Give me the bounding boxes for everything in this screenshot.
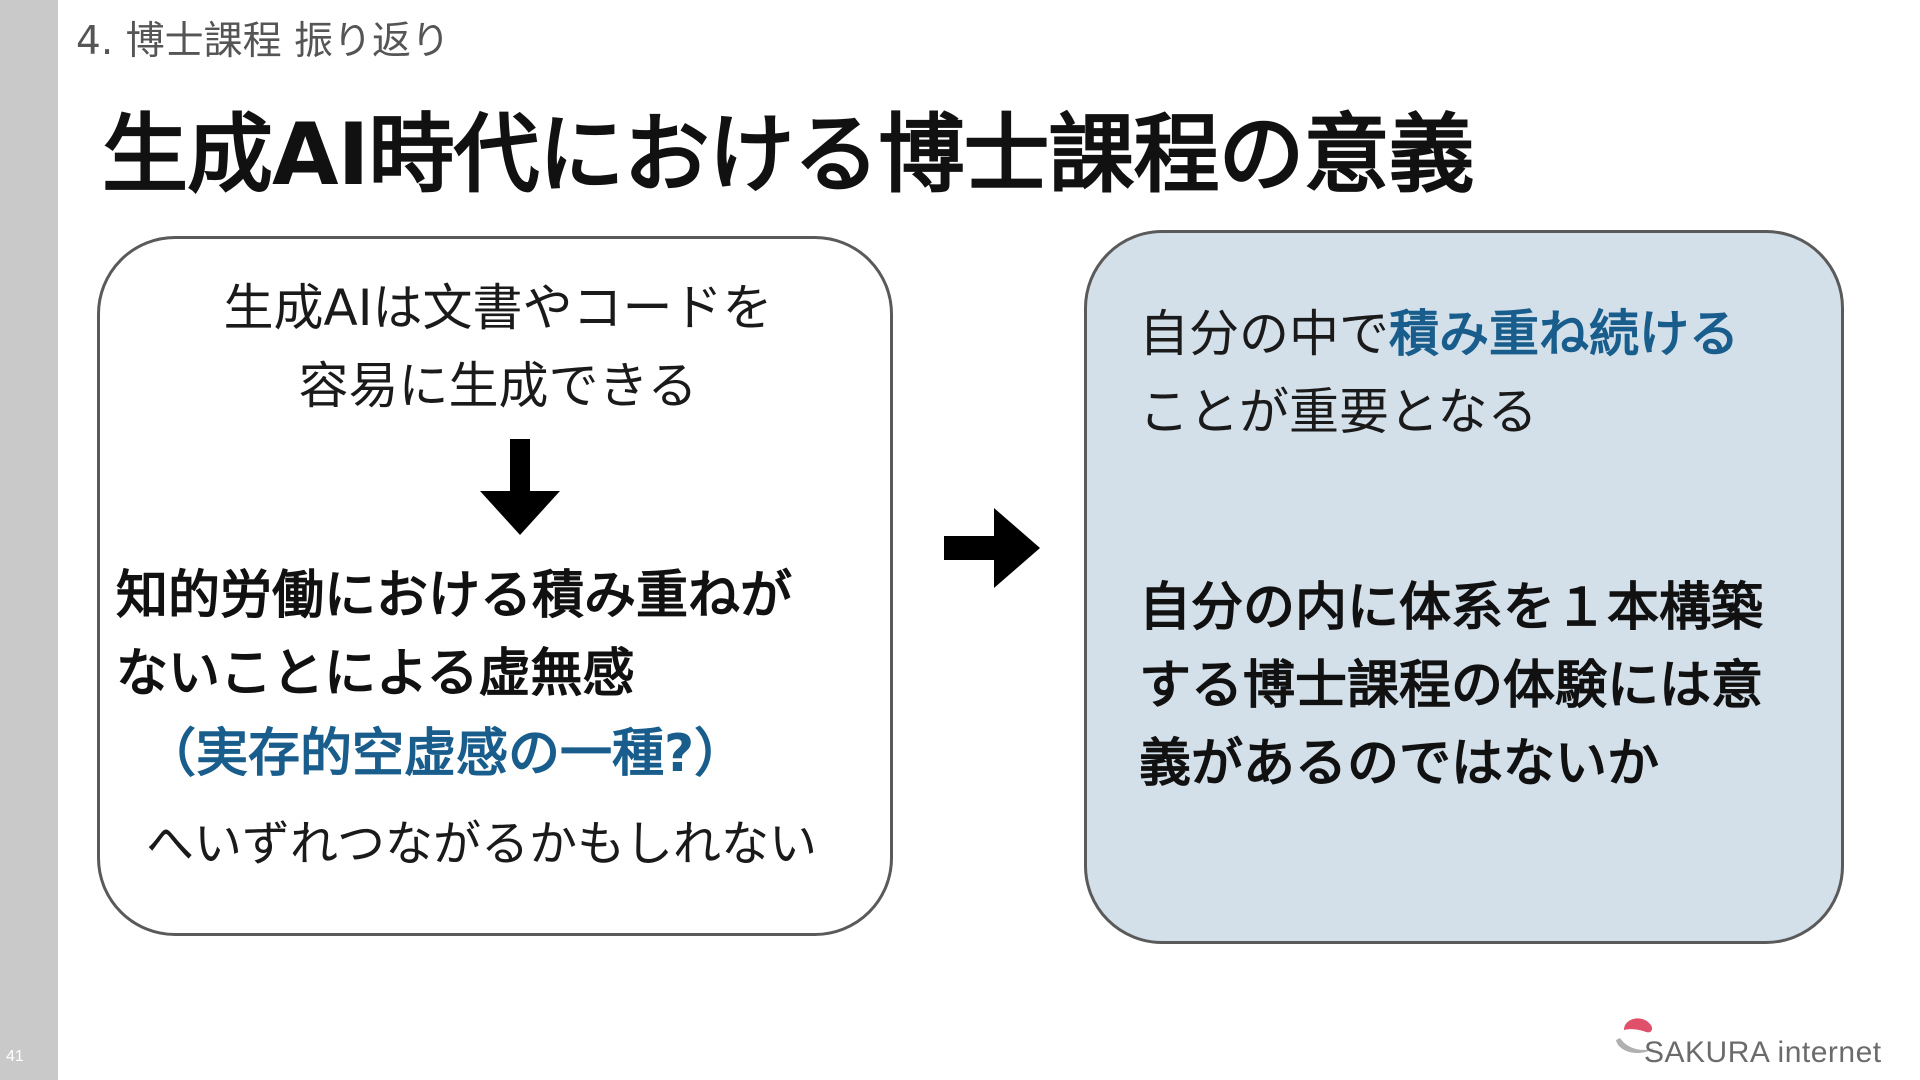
- page-title: 生成AI時代における博士課程の意義: [102, 105, 1475, 205]
- right-box-line-1-emphasis: 積み重ね続ける: [1389, 305, 1739, 363]
- right-box-line-1-plain: 自分の中で: [1139, 305, 1389, 363]
- side-bar: 41: [0, 0, 58, 1080]
- right-box-line-1: 自分の中で積み重ね続ける: [1139, 295, 1739, 373]
- section-label: 4. 博士課程 振り返り: [76, 19, 451, 64]
- right-box-bold-line: する博士課程の体験には意: [1139, 656, 1764, 716]
- sakura-logo-icon: [1616, 1018, 1654, 1054]
- right-box-line-2: ことが重要となる: [1139, 383, 1538, 441]
- left-box-intro: 生成AIは文書やコードを 容易に生成できる: [100, 269, 896, 425]
- left-box-bold-line: 知的労働における積み重ねが: [116, 566, 793, 626]
- sakura-logo: SAKURA internet: [1604, 1006, 1904, 1076]
- right-box: 自分の中で積み重ね続ける ことが重要となる 自分の内に体系を１本構築 する博士課…: [1084, 230, 1844, 944]
- right-box-bold-text: 自分の内に体系を１本構築 する博士課程の体験には意 義があるのではないか: [1139, 569, 1763, 803]
- arrow-right-icon: [944, 508, 1040, 588]
- left-box-intro-line: 生成AIは文書やコードを: [223, 279, 773, 337]
- arrow-down-icon: [480, 439, 560, 535]
- left-box-bold-line: ないことによる虚無感: [116, 644, 635, 704]
- left-box-blue-note: （実存的空虚感の一種?）: [144, 724, 747, 784]
- right-box-bold-line: 自分の内に体系を１本構築: [1139, 578, 1764, 638]
- left-box-bold-text: 知的労働における積み重ねが ないことによる虚無感: [116, 557, 792, 713]
- left-box-intro-line: 容易に生成できる: [298, 357, 698, 415]
- right-box-top-text: 自分の中で積み重ね続ける ことが重要となる: [1139, 295, 1739, 451]
- right-box-bold-line: 義があるのではないか: [1139, 734, 1660, 794]
- left-box-footer-line: へいずれつながるかもしれない: [146, 816, 818, 872]
- left-box: 生成AIは文書やコードを 容易に生成できる 知的労働における積み重ねが ないこと…: [97, 236, 893, 936]
- page-number: 41: [6, 1048, 24, 1065]
- logo-text: SAKURA internet: [1644, 1036, 1882, 1069]
